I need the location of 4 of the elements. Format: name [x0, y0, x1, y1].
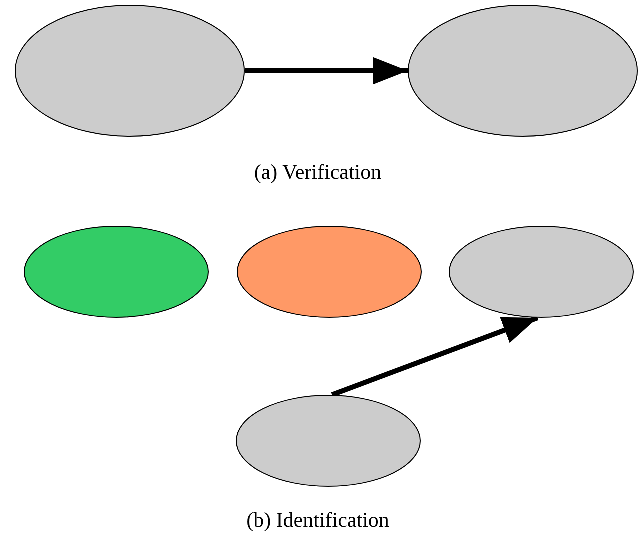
subfigure-caption: (b) Identification	[246, 508, 390, 533]
arrow	[331, 314, 539, 398]
arrow	[245, 57, 408, 85]
subfigure-caption: (a) Verification	[254, 160, 382, 185]
